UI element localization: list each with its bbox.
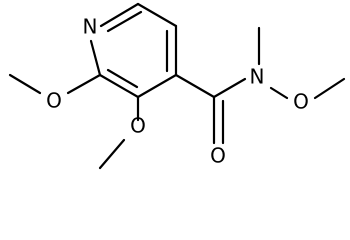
atom-amide-nitrogen-label: N [250, 65, 265, 89]
atom-methoxy-oxygen-3-label: O [130, 114, 146, 138]
bond-ring-c5-c4 [136, 2, 178, 28]
bond-o3-methyl [98, 138, 126, 170]
molecule-structure-svg: N O O O N O [8, 2, 346, 170]
atom-amide-oxygen-label: O [293, 90, 309, 114]
molecule-diagram: N O O O N O [8, 2, 346, 170]
bond-c3-carbonyl [174, 73, 216, 99]
bond-n-o [269, 86, 289, 100]
bond-carbonyl-n [212, 77, 247, 99]
atom-methoxy-oxygen-2-label: O [46, 89, 62, 113]
bond-ring-c6-c5-inner [106, 10, 143, 33]
bond-ring-c6-c5 [99, 2, 140, 28]
bond-c1-o2 [66, 73, 102, 95]
atom-ring-nitrogen-label: N [83, 15, 98, 39]
bond-ring-c2-c1 [98, 73, 140, 99]
atom-carbonyl-oxygen-label: O [210, 144, 226, 168]
bond-o-methyl [313, 77, 346, 100]
bond-o2-methyl [8, 73, 42, 95]
bond-ring-c1-n [89, 39, 102, 77]
bond-ring-c3-c2 [136, 73, 178, 99]
bond-ring-c2-c1-inner [106, 68, 139, 89]
